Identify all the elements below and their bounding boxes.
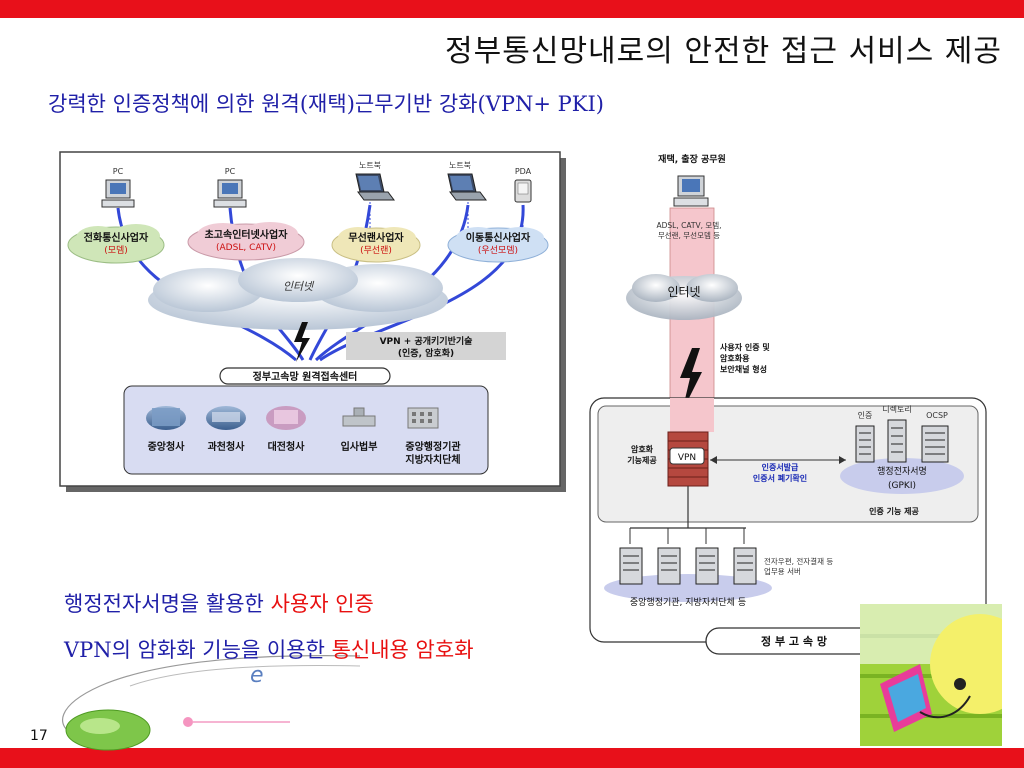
device-label: PDA — [515, 167, 532, 176]
provider-cloud: 무선랜사업자 (무선랜) — [331, 227, 421, 263]
lightning-icon — [680, 348, 702, 412]
building-label: 중앙청사 — [148, 440, 186, 453]
agencies-ellipse — [604, 574, 772, 602]
agencies-label: 중앙행정기관, 지방자치단체 등 — [630, 596, 746, 608]
server-icon — [619, 547, 643, 585]
laptop-icon — [447, 173, 487, 201]
cert-text-line2: 인증서 폐기확인 — [753, 473, 807, 483]
building-icon — [407, 407, 439, 429]
vpn-label: VPN — [678, 453, 696, 463]
slide-subtitle: 강력한 인증정책에 의한 원격(재택)근무기반 강화(VPN+ PKI) — [48, 92, 604, 116]
building-icon — [266, 406, 306, 430]
vpn-pki-architecture-diagram: 재택, 출장 공무원 ADSL, CATV, 모뎀, 무선랜, 무선모뎀 등 인… — [589, 153, 987, 655]
provider-name: 이동통신사업자 — [466, 231, 531, 244]
provider-name: 초고속인터넷사업자 — [205, 228, 289, 241]
bidirectional-arrow — [710, 456, 846, 464]
provider-cloud: 초고속인터넷사업자 (ADSL, CATV) — [187, 222, 305, 261]
auth-text-line3: 보안채널 형성 — [720, 364, 767, 374]
lightning-icon — [294, 322, 310, 362]
pc-icon — [673, 175, 709, 207]
cert-text-line1: 인증서발급 — [762, 462, 799, 472]
secure-tunnel-end — [670, 398, 714, 432]
government-network-label: 정 부 고 속 망 — [761, 634, 827, 648]
bullet-line-1: 행정전자서명을 활용한 사용자 인증 — [64, 588, 374, 618]
bullet-2-highlight: 통신내용 암호화 — [331, 638, 474, 662]
internet-cloud: 인터넷 — [626, 274, 742, 320]
provider-sub: (모뎀) — [104, 244, 128, 256]
crypto-text-line2: 기능제공 — [627, 455, 657, 465]
page-number: 17 — [30, 728, 48, 744]
pc-icon — [101, 179, 135, 208]
provider-cloud: 전화통신사업자 (모뎀) — [67, 224, 165, 264]
gpki-text-line2: (GPKI) — [888, 481, 916, 491]
access-center-label: 정부고속망 원격접속센터 — [253, 370, 358, 383]
building-label: 입사법부 — [341, 440, 378, 453]
building-icon — [342, 407, 376, 427]
laptop-icon — [355, 173, 395, 201]
auth-text-line1: 사용자 인증 및 — [720, 342, 770, 352]
internet-label: 인터넷 — [667, 285, 700, 299]
e-logo: e — [250, 663, 264, 688]
server-icon — [855, 425, 875, 463]
bullet-line-2: VPN의 암화화 기능을 이용한 통신내용 암호화 — [64, 634, 474, 664]
building-icon — [206, 406, 246, 430]
access-center-pill — [219, 367, 391, 385]
slide-title: 정부통신망내로의 안전한 접근 서비스 제공 — [445, 34, 1002, 69]
server-icon — [657, 547, 681, 585]
provider-name: 전화통신사업자 — [84, 231, 149, 244]
server-icon — [733, 547, 757, 585]
server-label: 디렉토리 — [882, 404, 911, 414]
building-label: 과천청사 — [208, 440, 246, 453]
dotted-links — [369, 202, 524, 230]
gpki-ellipse — [840, 458, 964, 494]
decorative-swoosh: e — [62, 655, 361, 751]
internet-label: 인터넷 — [283, 280, 315, 293]
provider-sub: (우선모뎀) — [478, 244, 518, 256]
building-icon — [146, 406, 186, 430]
device-label: 노트북 — [449, 161, 471, 170]
building-label: 지방자치단체 — [405, 453, 460, 466]
secure-tunnel — [669, 207, 715, 434]
provider-name: 무선랜사업자 — [348, 231, 404, 244]
remote-user-label: 재택, 출장 공무원 — [658, 153, 726, 165]
building-label: 중앙행정기관 — [405, 440, 461, 453]
auth-box-label: 인증 기능 제공 — [869, 506, 919, 516]
access-types-line1: ADSL, CATV, 모뎀, — [656, 220, 721, 230]
bullet-2-text: VPN의 암화화 기능을 이용한 — [64, 638, 325, 662]
internet-cloud: 인터넷 — [148, 258, 448, 330]
vpn-label-box — [346, 332, 506, 360]
server-icon — [887, 419, 907, 463]
device-label: PC — [225, 167, 236, 176]
bullet-1-highlight: 사용자 인증 — [270, 592, 374, 616]
gpki-text-line1: 행정전자서명 — [877, 465, 927, 477]
pda-icon — [514, 179, 532, 203]
server-icon — [695, 547, 719, 585]
access-types-line2: 무선랜, 무선모뎀 등 — [658, 230, 720, 240]
app-text-line2: 업무용 서버 — [764, 566, 801, 576]
pc-icon — [213, 179, 247, 208]
vpn-label-line1: VPN + 공개키기반기술 — [380, 335, 473, 347]
remote-access-diagram: PC PC 노트북 노트북 PDA — [59, 151, 566, 492]
device-label: PC — [113, 167, 124, 176]
server-label: 인증 — [858, 410, 873, 420]
bullet-1-text: 행정전자서명을 활용한 — [64, 592, 264, 616]
bottom-red-bar — [0, 748, 1024, 768]
provider-sub: (무선랜) — [360, 245, 392, 256]
building-label: 대전청사 — [268, 440, 306, 453]
server-icon — [921, 425, 949, 463]
device-label: 노트북 — [359, 161, 381, 170]
crypto-text-line1: 암호화 — [631, 444, 654, 454]
provider-cloud: 이동통신사업자 (우선모뎀) — [447, 227, 549, 263]
vpn-label-line2: (인증, 암호화) — [398, 347, 454, 359]
vpn-box — [669, 447, 705, 465]
auth-text-line2: 암호화용 — [720, 353, 750, 363]
top-red-bar — [0, 0, 1024, 18]
app-text-line1: 전자우편, 전자결재 등 — [764, 556, 833, 566]
server-label: OCSP — [926, 411, 948, 420]
decorative-clipart — [860, 604, 1002, 746]
provider-sub: (ADSL, CATV) — [216, 243, 276, 253]
